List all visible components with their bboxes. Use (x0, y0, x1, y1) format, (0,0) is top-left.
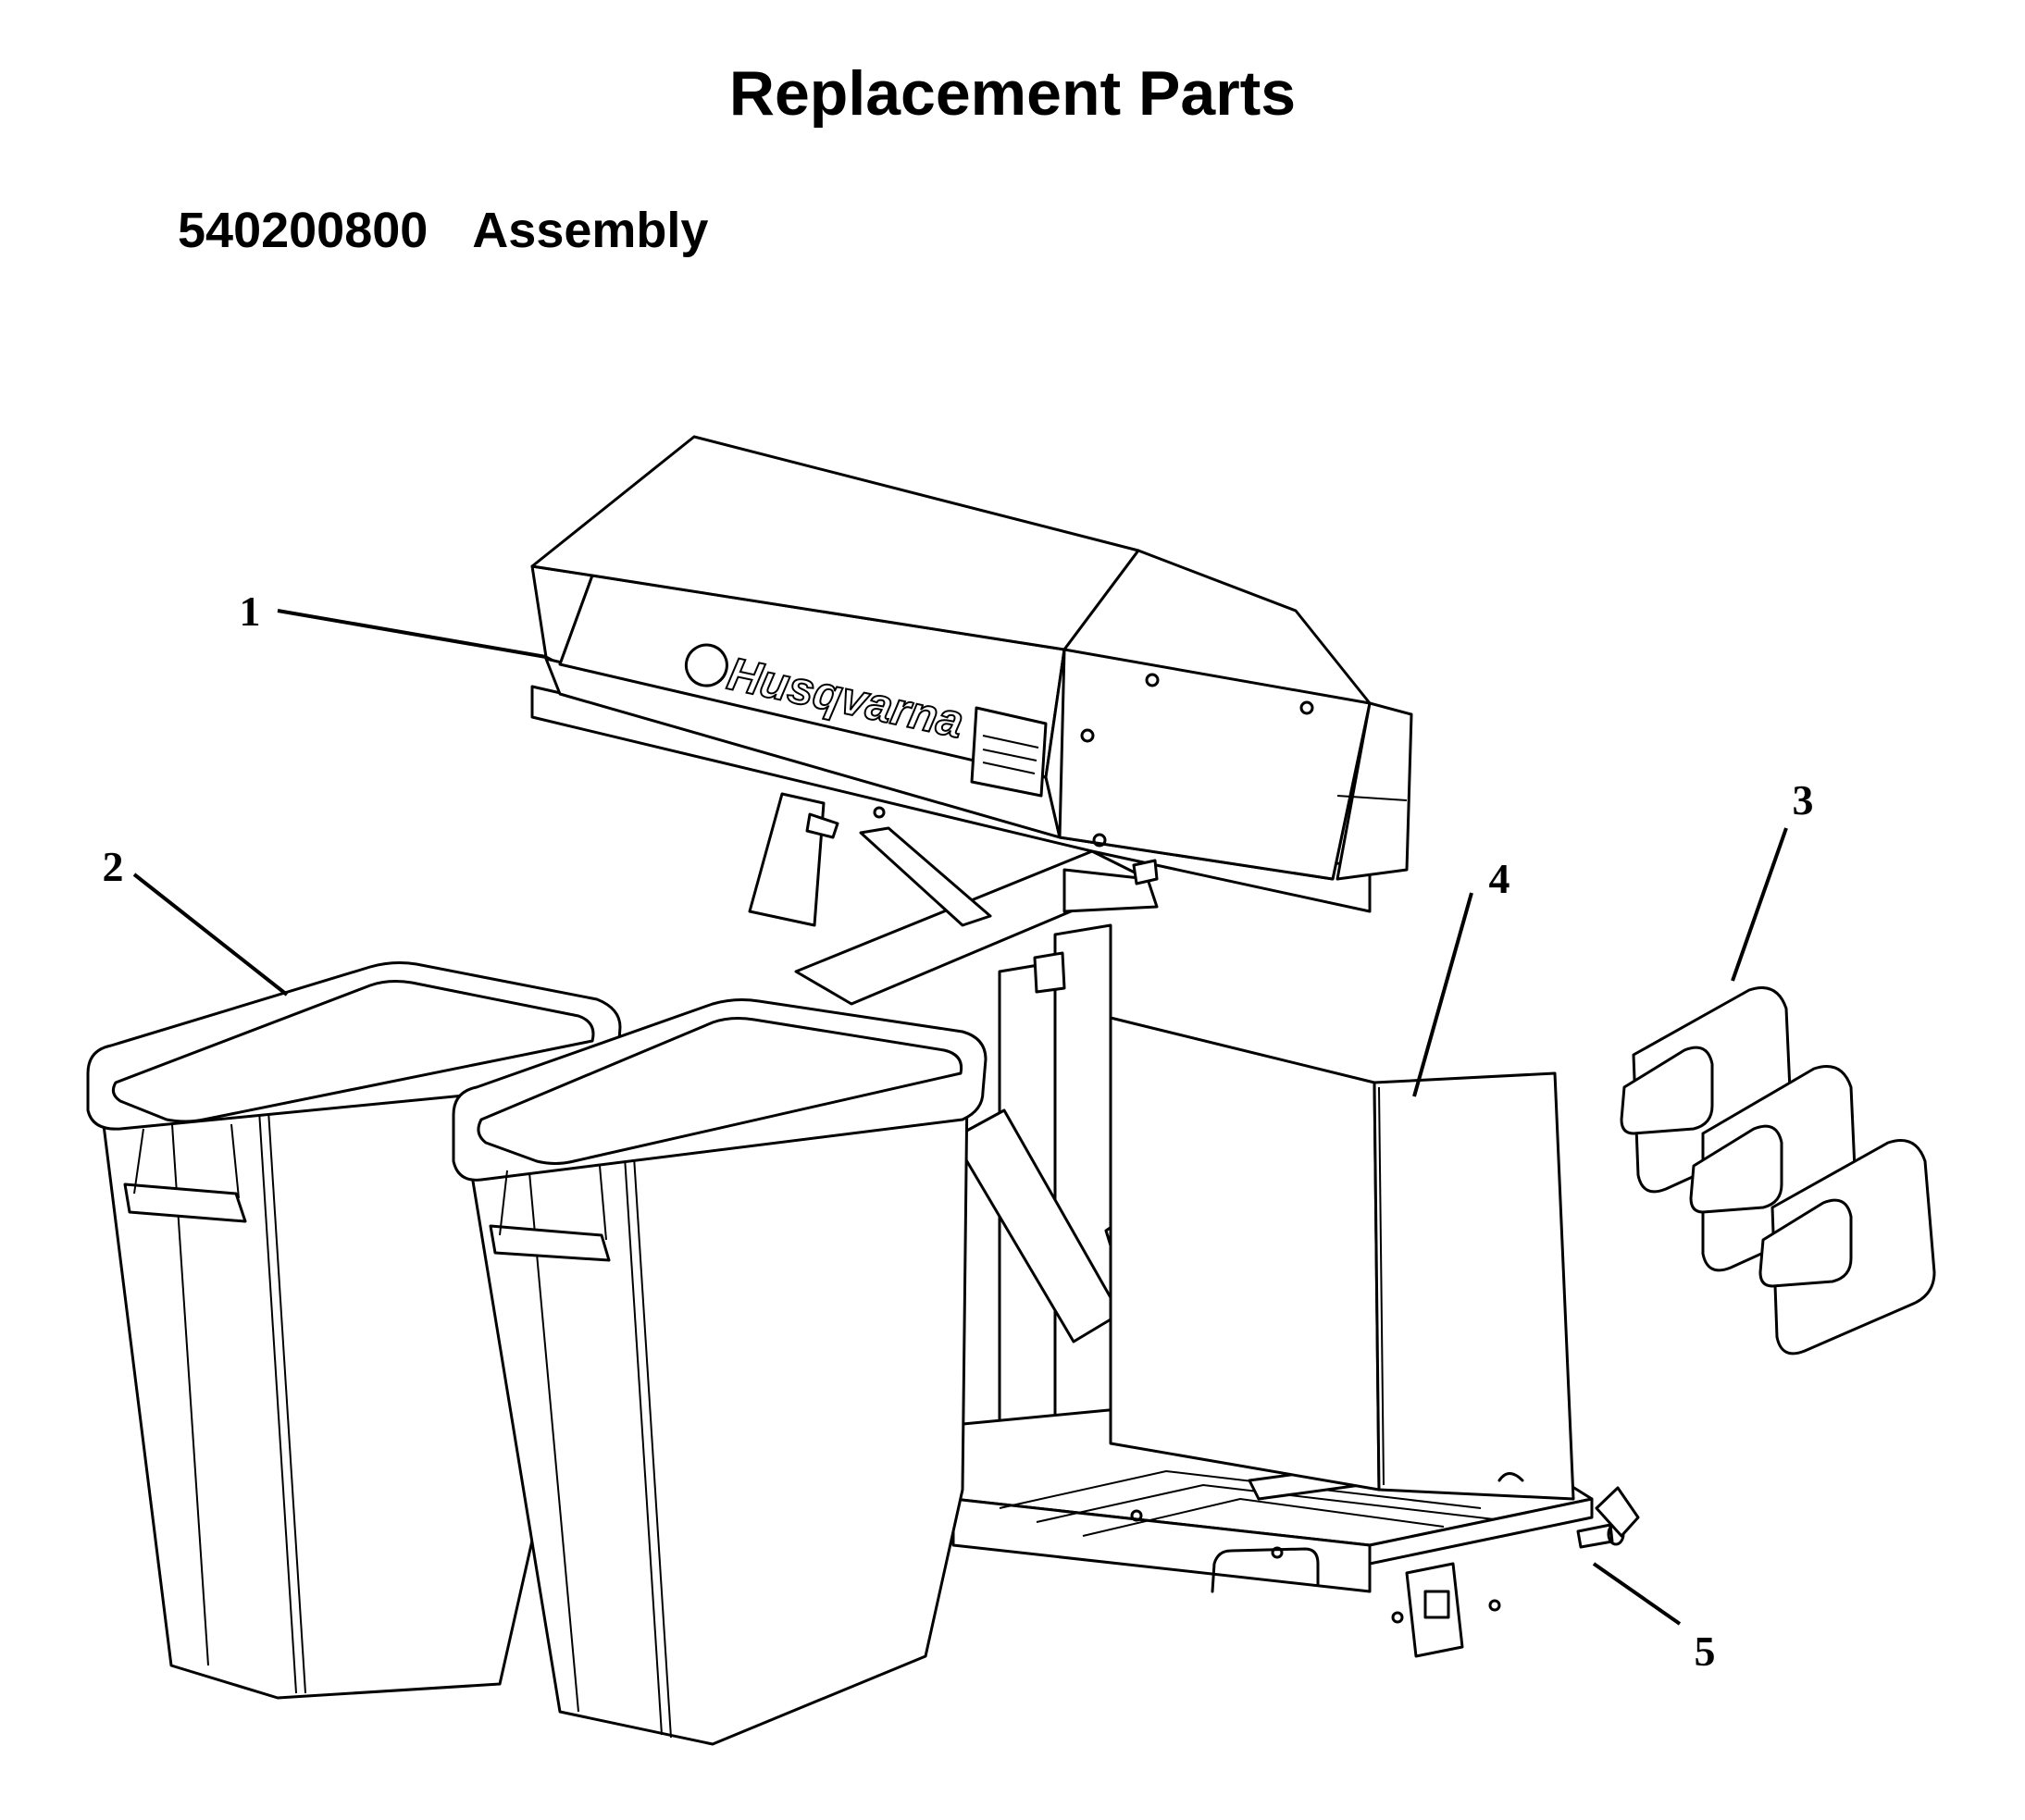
assembly-number: 540200800 (178, 203, 429, 258)
back-panel-part-4 (1109, 1016, 1575, 1501)
assembly-label: Assembly (472, 203, 709, 258)
callout-4: 4 (1489, 855, 1510, 902)
callout-leaders (132, 609, 1788, 1626)
collection-bin-front-part-2 (452, 998, 988, 1746)
callout-1: 1 (240, 588, 261, 635)
hopper-hood-part-1: Husqvarna (530, 435, 1413, 994)
callout-5: 5 (1695, 1628, 1716, 1675)
hitch-pin-part-5 (1576, 1486, 1640, 1549)
assembly-heading: 540200800 Assembly (178, 202, 708, 259)
page-title: Replacement Parts (728, 58, 1297, 129)
callout-2: 2 (103, 843, 124, 890)
callout-3: 3 (1793, 776, 1814, 823)
wheel-weights-part-3 (1620, 986, 1936, 1356)
